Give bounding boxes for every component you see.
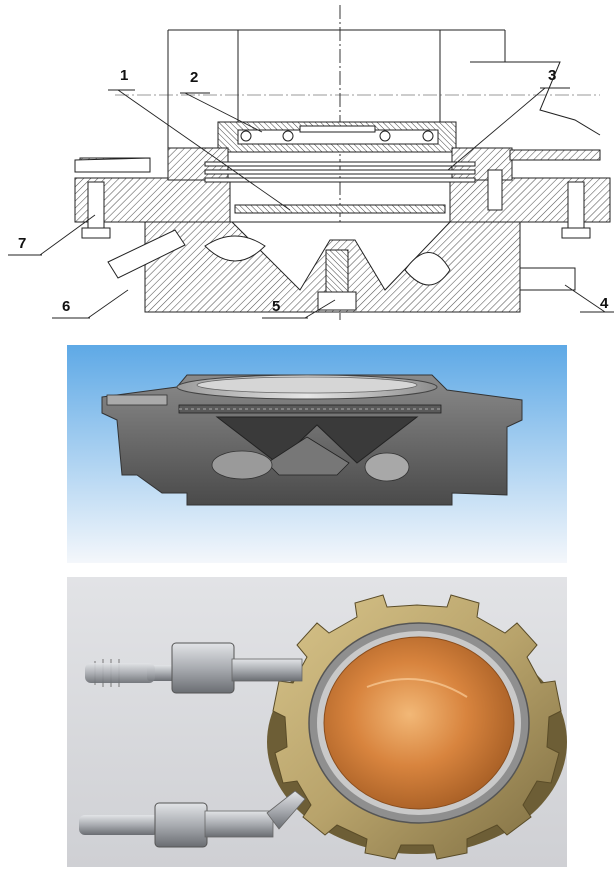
callout-6-label: 6 bbox=[62, 298, 70, 315]
bolts bbox=[81, 169, 591, 239]
photo-upper-fitting bbox=[85, 642, 303, 694]
photo-lower-fitting bbox=[79, 790, 306, 848]
callout-3: 3 bbox=[447, 67, 570, 171]
callout-6: 6 bbox=[52, 289, 129, 319]
render-cone bbox=[266, 436, 350, 476]
callout-2: 2 bbox=[180, 69, 263, 133]
device-photo-svg bbox=[67, 577, 567, 867]
callout-1: 1 bbox=[108, 67, 291, 211]
hose-fittings-drawing bbox=[74, 157, 576, 291]
render-channel-left bbox=[211, 450, 273, 480]
callout-1-label: 1 bbox=[120, 67, 128, 84]
callout-3-label: 3 bbox=[548, 67, 556, 84]
callout-5: 5 bbox=[262, 298, 336, 319]
diaphragm bbox=[204, 161, 476, 214]
technical-drawing: 1 2 3 4 5 6 7 bbox=[0, 0, 614, 340]
sensor-head bbox=[217, 121, 457, 153]
lower-body bbox=[144, 221, 521, 313]
callouts: 1 2 3 4 5 6 7 bbox=[8, 67, 614, 319]
cutaway-render-svg bbox=[67, 345, 567, 563]
cutaway-render bbox=[67, 345, 567, 563]
cross-section-svg: 1 2 3 4 5 6 7 bbox=[8, 5, 614, 320]
upper-housing-outline bbox=[167, 29, 601, 150]
callout-4: 4 bbox=[564, 284, 614, 313]
callout-5-label: 5 bbox=[272, 298, 280, 315]
photo-copper-plate bbox=[323, 636, 515, 810]
callout-4-label: 4 bbox=[600, 295, 609, 312]
device-photo bbox=[67, 577, 567, 867]
render-channel-right bbox=[364, 452, 410, 482]
callout-7-label: 7 bbox=[18, 235, 26, 252]
callout-2-label: 2 bbox=[190, 69, 198, 86]
render-cavity bbox=[215, 416, 419, 464]
callout-7: 7 bbox=[8, 214, 96, 256]
